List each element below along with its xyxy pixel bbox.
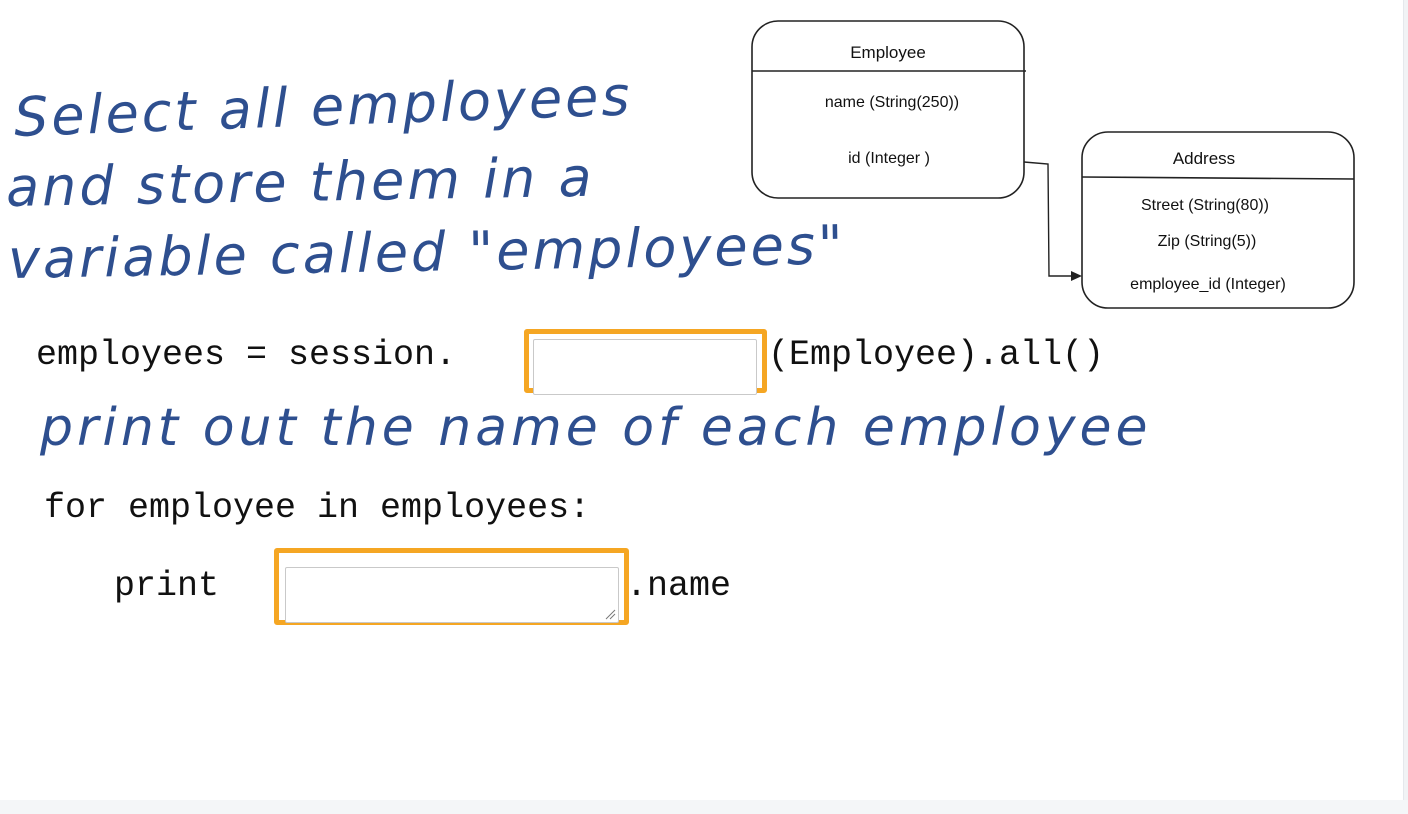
instruction-line-4: print out the name of each employee	[40, 398, 1152, 458]
blank-2-textarea[interactable]	[285, 567, 619, 623]
address-field-zip: Zip (String(5))	[1158, 233, 1257, 250]
blank-1-input[interactable]	[533, 339, 757, 395]
employee-field-name: name (String(250))	[825, 94, 959, 111]
instruction-line-2: and store them in a	[5, 145, 596, 219]
address-entity: Address Street (String(80)) Zip (String(…	[1081, 131, 1355, 309]
bottom-strip	[0, 800, 1408, 814]
employee-entity-title: Employee	[850, 43, 926, 62]
code-line-3-suffix: .name	[626, 566, 732, 606]
code-line-3-prefix: print	[114, 566, 220, 606]
instruction-line-1: Select all employees	[12, 64, 634, 149]
code-line-1-suffix: (Employee).all()	[768, 335, 1105, 375]
arrowhead-icon	[1071, 271, 1082, 281]
code-line-1-prefix: employees = session.	[36, 335, 457, 375]
address-field-street: Street (String(80))	[1141, 197, 1269, 214]
address-field-employee-id: employee_id (Integer)	[1130, 276, 1286, 293]
code-line-2: for employee in employees:	[44, 488, 591, 528]
instruction-line-3: variable called "employees"	[7, 213, 847, 291]
resize-grip-icon[interactable]	[604, 608, 616, 620]
employee-field-id: id (Integer )	[848, 150, 930, 167]
employee-entity: Employee name (String(250)) id (Integer …	[751, 20, 1026, 199]
scrollbar-track[interactable]	[1403, 0, 1408, 814]
relationship-connector	[1023, 161, 1082, 281]
address-entity-title: Address	[1173, 149, 1235, 168]
